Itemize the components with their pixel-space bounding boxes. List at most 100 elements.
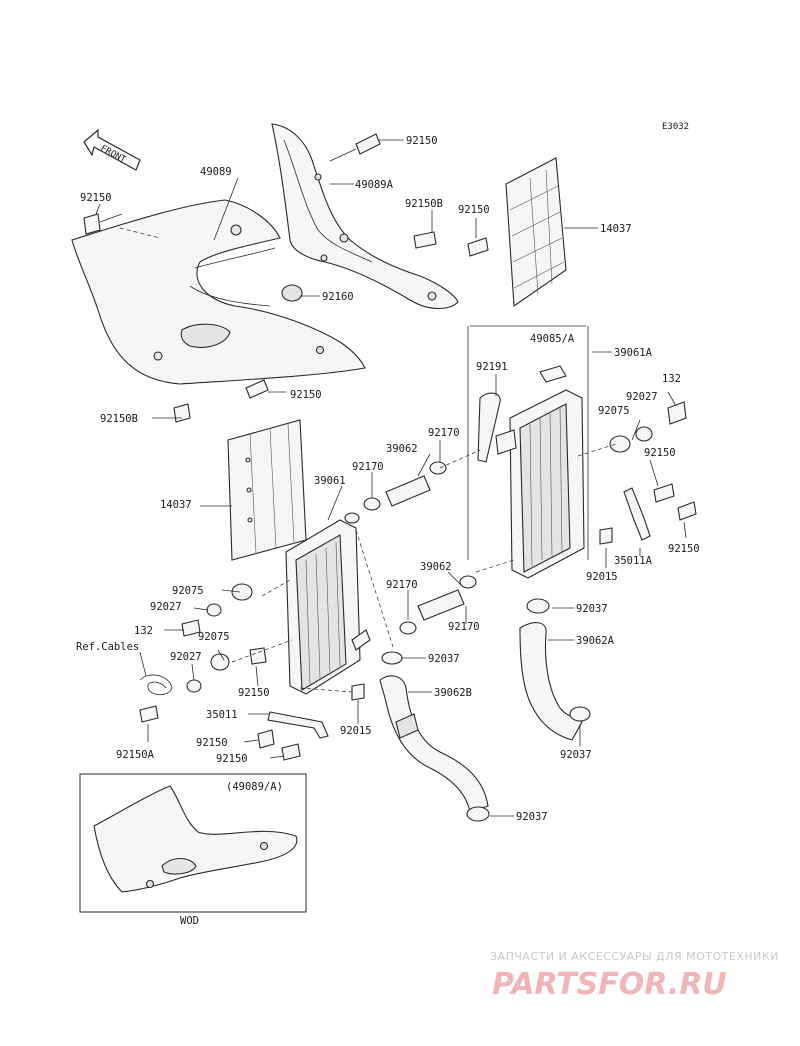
label-39061: 39061 <box>314 475 346 487</box>
front-arrow-icon: FRONT <box>83 128 141 171</box>
watermark-logo: PARTSFOR.RU <box>492 967 727 1002</box>
radiator-screen-right <box>505 157 567 308</box>
label-92170: 92170 <box>386 579 418 591</box>
leader-lines <box>95 139 687 817</box>
label-92150a: 92150A <box>116 749 155 761</box>
hose-92191 <box>477 392 501 463</box>
label-92170: 92170 <box>448 621 480 633</box>
label-92075: 92075 <box>172 585 204 597</box>
grommet-icon <box>635 426 653 442</box>
label-92150: 92150 <box>406 135 438 147</box>
label-92170: 92170 <box>352 461 384 473</box>
label-92150: 92150 <box>458 204 490 216</box>
label-92150b: 92150B <box>100 413 138 425</box>
label-39062a: 39062A <box>576 635 615 647</box>
clamp-92170-c <box>399 621 417 635</box>
clamp-92037-b <box>381 651 403 665</box>
bolt-icon <box>467 237 489 257</box>
grommet-icon <box>231 583 253 601</box>
diagram-code: E3032 <box>662 122 689 132</box>
label-92150: 92150 <box>644 447 676 459</box>
nut-92015-b <box>351 683 365 701</box>
nut-92015-a <box>599 527 613 545</box>
label-92015: 92015 <box>586 571 618 583</box>
label-92150: 92150 <box>290 389 322 401</box>
inset-variant-box: (49089/A) WOD <box>79 773 307 927</box>
radiator-right <box>495 365 585 579</box>
bolt-icon <box>653 483 675 503</box>
radiator-shroud-left <box>71 199 366 385</box>
label-92037: 92037 <box>428 653 460 665</box>
label-14037: 14037 <box>160 499 192 511</box>
label-92150: 92150 <box>668 543 700 555</box>
bolt-icon <box>139 705 159 723</box>
watermark: ЗАПЧАСТИ И АКСЕССУАРЫ ДЛЯ МОТОТЕХНИКИ PA… <box>490 950 779 1002</box>
label-132: 132 <box>134 625 153 637</box>
bolt-icon <box>83 213 123 235</box>
label-39062: 39062 <box>386 443 418 455</box>
label-92027: 92027 <box>626 391 658 403</box>
bolt-icon <box>249 647 267 665</box>
bracket-35011 <box>267 711 329 739</box>
watermark-line1: ЗАПЧАСТИ И АКСЕССУАРЫ ДЛЯ МОТОТЕХНИКИ <box>490 950 779 963</box>
label-35011a: 35011A <box>614 555 653 567</box>
label-39061a: 39061A <box>614 347 653 359</box>
bolt-icon <box>245 379 269 399</box>
label-92027: 92027 <box>150 601 182 613</box>
inset-title: (49089/A) <box>226 781 283 793</box>
label-92075: 92075 <box>198 631 230 643</box>
radiator-shroud-center <box>271 123 459 310</box>
label-49089a: 49089A <box>355 179 394 191</box>
radiator-screen-left <box>227 419 307 561</box>
bolt-icon <box>677 501 697 521</box>
clamp-92037-a <box>526 598 550 614</box>
bolt-icon <box>413 231 437 249</box>
radiator-left <box>285 512 371 695</box>
cable-clip <box>139 674 173 696</box>
grommet-icon <box>186 679 202 693</box>
bolt-icon <box>173 403 191 423</box>
label-92170: 92170 <box>428 427 460 439</box>
label-ref-cables: Ref.Cables <box>76 641 139 653</box>
clamp-92170-b <box>363 497 381 511</box>
label-92075: 92075 <box>598 405 630 417</box>
bracket-35011a <box>623 487 651 541</box>
inset-caption: WOD <box>180 915 199 927</box>
clamp-92170-a <box>429 461 447 475</box>
grommet-92160 <box>281 284 303 302</box>
label-92160: 92160 <box>322 291 354 303</box>
clamp-92037-c <box>569 706 591 722</box>
label-92150: 92150 <box>216 753 248 765</box>
label-132: 132 <box>662 373 681 385</box>
label-49085a: 49085/A <box>530 333 575 345</box>
label-92150: 92150 <box>238 687 270 699</box>
clamp-92170-d <box>459 575 477 589</box>
grommet-icon <box>609 435 631 453</box>
label-92037: 92037 <box>576 603 608 615</box>
label-49089: 49089 <box>200 166 232 178</box>
label-92150: 92150 <box>80 192 112 204</box>
bolt-icon <box>329 133 381 162</box>
label-14037: 14037 <box>600 223 632 235</box>
label-39062: 39062 <box>420 561 452 573</box>
clamp-92037-d <box>466 806 490 822</box>
label-92191: 92191 <box>476 361 508 373</box>
grommet-icon <box>206 603 222 617</box>
bolt-icon <box>281 743 301 761</box>
label-92037: 92037 <box>516 811 548 823</box>
hose-39062-lower <box>417 589 465 621</box>
label-35011: 35011 <box>206 709 238 721</box>
hose-39062-upper <box>385 475 431 507</box>
label-92037: 92037 <box>560 749 592 761</box>
bolt-icon <box>257 729 275 749</box>
label-39062b: 39062B <box>434 687 472 699</box>
bolt-icon <box>181 619 201 637</box>
label-92015: 92015 <box>340 725 372 737</box>
label-92150: 92150 <box>196 737 228 749</box>
label-92027: 92027 <box>170 651 202 663</box>
grommet-icon <box>210 653 230 671</box>
bolt-icon <box>667 401 687 425</box>
label-92150b: 92150B <box>405 198 443 210</box>
